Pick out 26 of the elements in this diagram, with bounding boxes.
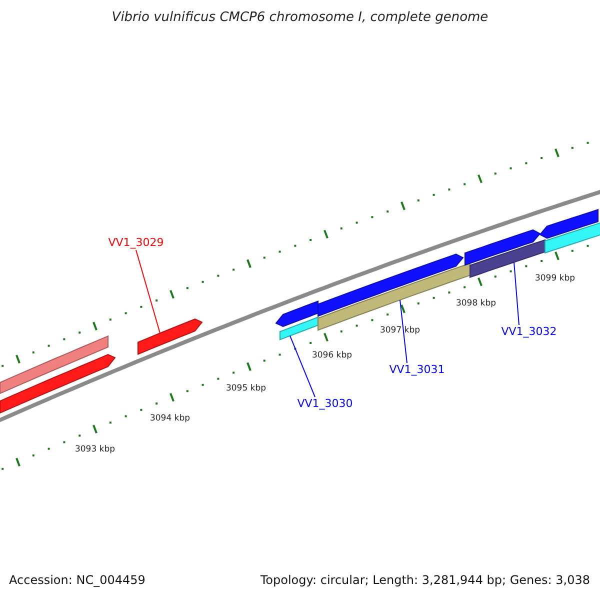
- scale-label: 3095 kbp: [226, 384, 266, 394]
- scale-label: 3099 kbp: [534, 274, 576, 284]
- gene-label: VV1_3031: [389, 364, 445, 376]
- gene-label: VV1_3032: [501, 326, 557, 338]
- scale-label: 3093 kbp: [74, 445, 116, 455]
- leader-line: [136, 250, 160, 334]
- gene-feature: [275, 300, 318, 328]
- scale-label: 3094 kbp: [150, 414, 190, 424]
- gene-label: VV1_3029: [108, 236, 164, 250]
- scale-label: 3098 kbp: [456, 300, 496, 309]
- leader-line: [514, 262, 520, 326]
- leader-line: [290, 335, 316, 398]
- gene-feature: [539, 208, 598, 239]
- accession-text: Accession: NC_004459: [9, 574, 146, 588]
- scale-label: 3097 kbp: [380, 326, 420, 336]
- gene-bar: [544, 220, 600, 254]
- genome-stats-text: Topology: circular; Length: 3,281,944 bp; Genes: 3,038: [260, 574, 590, 588]
- gene-label: VV1_3030: [297, 398, 353, 410]
- scale-label: 3096 kbp: [312, 351, 352, 361]
- gene-feature: [464, 229, 541, 266]
- gene-feature: [138, 318, 203, 355]
- gene-bar: [0, 335, 108, 394]
- map-title: Vibrio vulnificus CMCP6 chromosome I, complete genome: [112, 10, 488, 26]
- leader-line: [400, 300, 408, 364]
- gene-feature: [0, 354, 116, 414]
- gene-bar: [280, 316, 318, 340]
